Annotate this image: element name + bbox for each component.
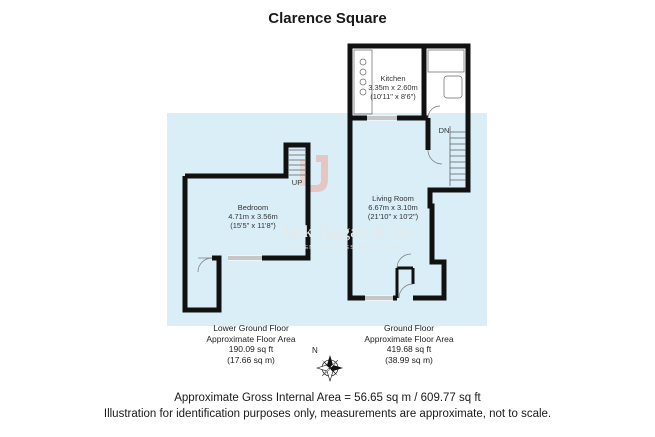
- stairs-down-label: DN: [438, 126, 450, 135]
- floor-area-shade: [167, 113, 487, 326]
- living-bottom-window: [365, 295, 393, 301]
- lower-ground-walls: [182, 142, 311, 313]
- porch-walls: [395, 266, 415, 298]
- living-top-window: [367, 115, 397, 121]
- bedroom-label: Bedroom 4.71m x 3.56m (15'5" x 11'8"): [218, 203, 288, 230]
- lower-floor-name: Lower Ground Floor: [213, 323, 289, 333]
- ground-floor-sqft: 419.68 sq ft: [386, 344, 432, 354]
- ground-floor-caption: Ground Floor Approximate Floor Area 419.…: [344, 323, 474, 365]
- ground-floor-name: Ground Floor: [383, 323, 435, 333]
- porch-inner-door-arc: [396, 253, 412, 269]
- ground-floor-sqm: (38.99 sq m): [385, 354, 433, 365]
- bedroom-imperial: (15'5" x 11'8"): [230, 221, 276, 230]
- hall-door-arc: [427, 149, 443, 165]
- living-room-name: Living Room: [372, 194, 414, 203]
- kitchen-fittings: [353, 49, 465, 115]
- lower-floor-sqft: 190.09 sq ft: [228, 344, 274, 354]
- living-room-metric: 6.67m x 3.10m: [368, 203, 418, 212]
- lower-floor-sqm: (17.66 sq m): [227, 354, 275, 365]
- ground-floor-caption-text: Approximate Floor Area: [364, 333, 454, 344]
- plan-title: Clarence Square: [268, 10, 387, 27]
- lower-floor-caption: Approximate Floor Area: [206, 333, 296, 344]
- living-room-imperial: (21'10" x 10'2"): [367, 212, 419, 221]
- compass-rose: [315, 355, 343, 383]
- living-room-label: Living Room 6.67m x 3.10m (21'10" x 10'2…: [356, 194, 430, 221]
- kitchen-name: Kitchen: [380, 74, 406, 83]
- kitchen-label: Kitchen 3.35m x 2.60m (10'11" x 8'6"): [362, 74, 424, 101]
- kitchen-door-arc: [427, 105, 441, 119]
- kitchen-walls: [347, 43, 471, 118]
- compass-north-label: N: [312, 346, 318, 355]
- lower-stairs: [289, 149, 305, 176]
- porch-door-arc: [398, 283, 414, 299]
- kitchen-imperial: (10'11" x 8'6"): [370, 92, 416, 101]
- kitchen-metric: 3.35m x 2.60m: [368, 83, 418, 92]
- bedroom-window: [228, 255, 262, 261]
- disclaimer-text: Illustration for identification purposes…: [103, 408, 552, 420]
- lower-ground-floor-caption: Lower Ground Floor Approximate Floor Are…: [186, 323, 316, 365]
- watermark-tagline: RESIDENTIAL SALES AND LETTINGS: [282, 245, 410, 251]
- bedroom-name: Bedroom: [237, 203, 269, 212]
- watermark-brand: Jack Taggart & Co: [282, 222, 410, 241]
- gross-area-text: Approximate Gross Internal Area = 56.65 …: [174, 392, 481, 404]
- stairs-up-label: UP: [291, 178, 303, 187]
- bedroom-metric: 4.71m x 3.56m: [228, 212, 278, 221]
- ground-stairs: [449, 126, 466, 186]
